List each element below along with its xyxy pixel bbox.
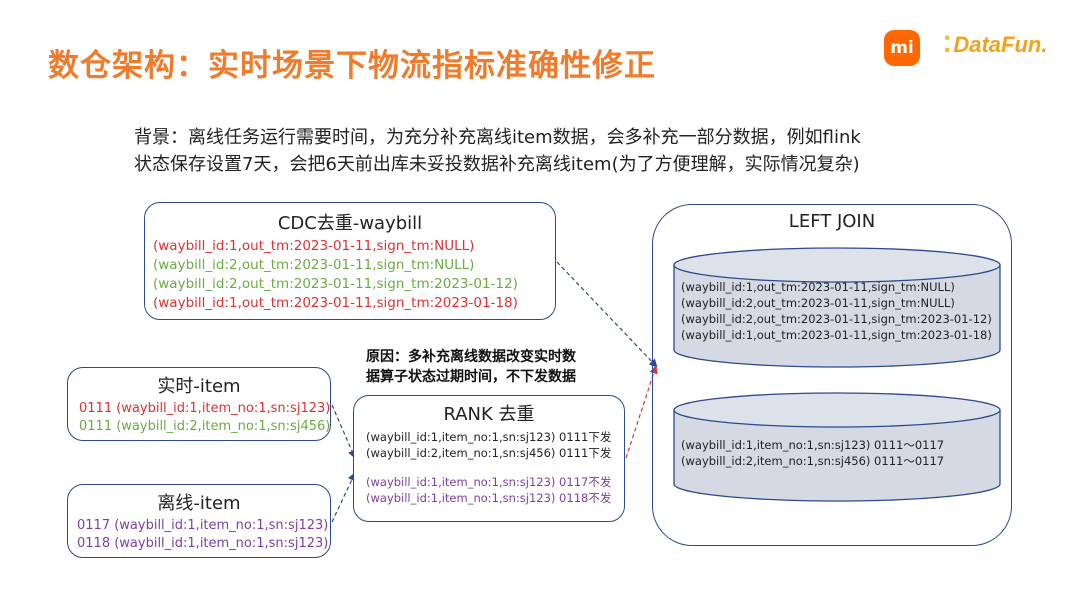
- offline-item-box: 离线-item 0117 (waybill_id:1,item_no:1,sn:…: [67, 484, 331, 558]
- arrow-offline-to-rank: [331, 472, 356, 523]
- datafun-logo: ⁚DataFun.: [943, 32, 1047, 58]
- join-top-rows: (waybill_id:1,out_tm:2023-01-11,sign_tm:…: [681, 279, 992, 343]
- arrow-cdc-to-join: [556, 261, 658, 368]
- arrow-realtime-to-rank: [331, 404, 356, 459]
- cdc-row: (waybill_id:1,out_tm:2023-01-11,sign_tm:…: [153, 295, 518, 311]
- rank-spacer: [354, 461, 624, 474]
- realtime-row: 0111 (waybill_id:1,item_no:1,sn:sj123): [79, 401, 331, 416]
- background-line-2: 状态保存设置7天，会把6天前出库未妥投数据补充离线item(为了方便理解，实际情…: [134, 154, 860, 175]
- cdc-row: (waybill_id:2,out_tm:2023-01-11,sign_tm:…: [153, 276, 518, 292]
- cdc-dedup-box: CDC去重-waybill (waybill_id:1,out_tm:2023-…: [144, 202, 556, 320]
- join-box-title: LEFT JOIN: [788, 211, 876, 232]
- page-title: 数仓架构：实时场景下物流指标准确性修正: [48, 48, 656, 84]
- rank-row: (waybill_id:2,item_no:1,sn:sj456) 0111下发: [366, 446, 612, 460]
- realtime-box-title: 实时-item: [157, 376, 241, 397]
- offline-row: 0117 (waybill_id:1,item_no:1,sn:sj123): [77, 518, 329, 533]
- cause-line-1: 原因：多补充离线数据改变实时数: [366, 349, 576, 365]
- join-top-row: (waybill_id:2,out_tm:2023-01-11,sign_tm:…: [681, 312, 992, 326]
- join-bottom-rows: (waybill_id:1,item_no:1,sn:sj123) 0111～0…: [681, 437, 944, 469]
- cdc-box-title: CDC去重-waybill: [277, 213, 423, 234]
- join-top-row: (waybill_id:2,out_tm:2023-01-11,sign_tm:…: [681, 296, 955, 310]
- cause-line-2: 据算子状态过期时间，不下发数据: [366, 369, 576, 385]
- cdc-row: (waybill_id:1,out_tm:2023-01-11,sign_tm:…: [153, 238, 475, 254]
- offline-row: 0118 (waybill_id:1,item_no:1,sn:sj123): [77, 536, 329, 551]
- rank-row: (waybill_id:1,item_no:1,sn:sj123) 0111下发: [366, 430, 612, 444]
- realtime-item-box: 实时-item 0111 (waybill_id:1,item_no:1,sn:…: [67, 367, 331, 441]
- join-cylinder-top: [673, 247, 1001, 368]
- realtime-row: 0111 (waybill_id:2,item_no:1,sn:sj456): [79, 419, 331, 434]
- join-cylinder-bottom: [673, 392, 1001, 502]
- cause-note: 原因：多补充离线数据改变实时数 据算子状态过期时间，不下发数据: [366, 347, 576, 387]
- datafun-dots-icon: ⁚: [943, 32, 952, 57]
- join-bottom-row: (waybill_id:2,item_no:1,sn:sj456) 0111～0…: [681, 454, 945, 468]
- offline-box-title: 离线-item: [157, 493, 241, 514]
- rank-row: (waybill_id:1,item_no:1,sn:sj123) 0117不发: [366, 475, 612, 489]
- rank-dedup-box: RANK 去重 (waybill_id:1,item_no:1,sn:sj123…: [353, 395, 625, 522]
- datafun-logo-text: DataFun.: [953, 32, 1048, 57]
- cdc-row: (waybill_id:2,out_tm:2023-01-11,sign_tm:…: [153, 257, 475, 273]
- background-text: 背景：离线任务运行需要时间，为充分补充离线item数据，会多补充一部分数据，例如…: [134, 124, 861, 178]
- arrow-rank-to-join: [625, 365, 658, 459]
- rank-row: (waybill_id:1,item_no:1,sn:sj123) 0118不发: [366, 491, 612, 505]
- join-top-row: (waybill_id:1,out_tm:2023-01-11,sign_tm:…: [681, 328, 992, 342]
- background-line-1: 背景：离线任务运行需要时间，为充分补充离线item数据，会多补充一部分数据，例如…: [134, 127, 861, 148]
- rank-box-title: RANK 去重: [443, 404, 535, 425]
- join-bottom-row: (waybill_id:1,item_no:1,sn:sj123) 0111～0…: [681, 438, 945, 452]
- left-join-box: LEFT JOIN: [652, 204, 1012, 546]
- xiaomi-logo: mi: [884, 30, 920, 66]
- join-top-row: (waybill_id:1,out_tm:2023-01-11,sign_tm:…: [681, 280, 955, 294]
